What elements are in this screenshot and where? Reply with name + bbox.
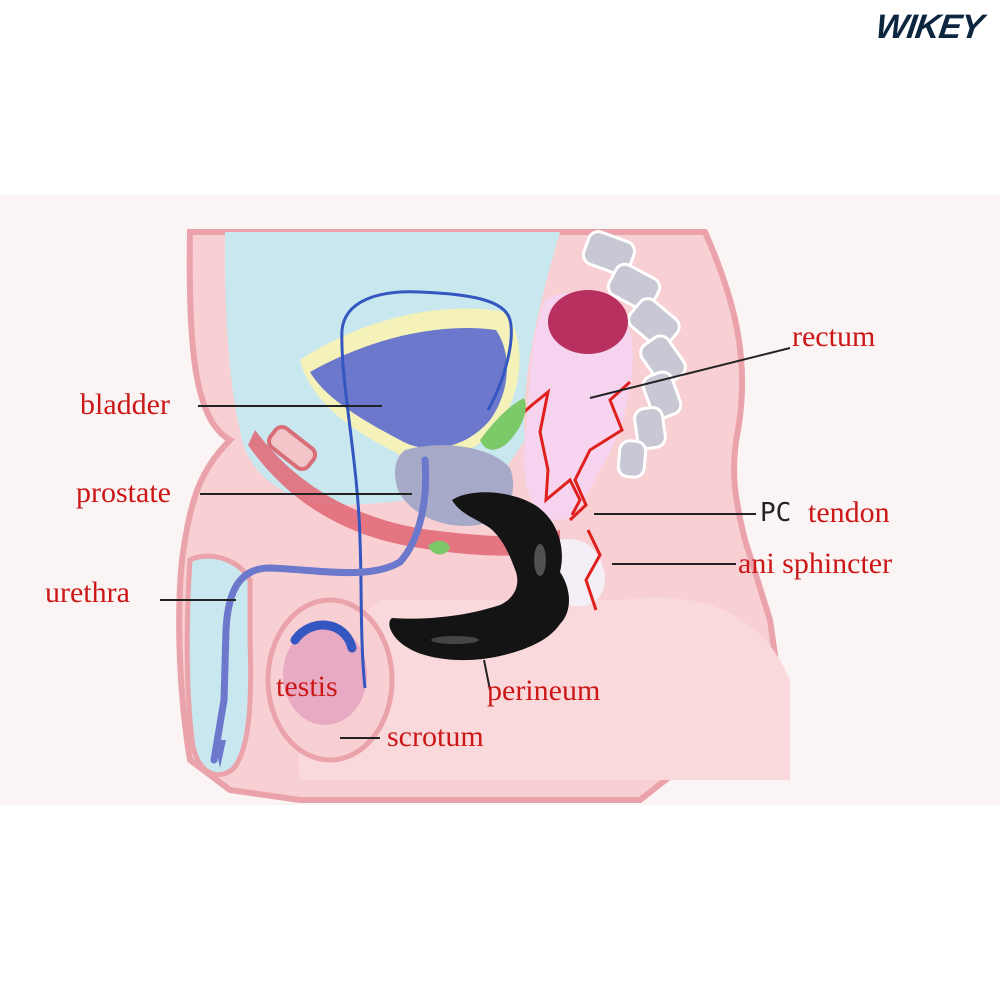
brand-logo: WIKEY [873, 8, 986, 46]
urethra-tube [210, 456, 430, 764]
spine [581, 230, 687, 479]
label-scrotum: scrotum [387, 720, 484, 753]
device-highlight [534, 544, 546, 576]
device-shape [389, 492, 569, 661]
testis-shape [283, 625, 367, 725]
rectum-lumen [548, 290, 628, 354]
label-perineum: perineum [487, 674, 601, 707]
epididymis [290, 620, 357, 653]
seminal-vesicle [480, 398, 526, 450]
rectum-fold-left [514, 388, 582, 516]
label-urethra: urethra [45, 576, 130, 609]
leader-perineum [483, 659, 491, 691]
urethra-tip [214, 740, 226, 768]
label-tendon: tendon [808, 496, 890, 529]
label-pc: PC [760, 498, 792, 528]
cowper-gland [428, 540, 450, 555]
sphincter-fold [584, 529, 602, 611]
vas-deferens [340, 290, 513, 689]
label-rectum: rectum [792, 320, 876, 353]
label-ani-sphincter: ani sphincter [738, 547, 893, 580]
leader-lines [160, 347, 791, 739]
label-testis: testis [276, 670, 338, 703]
bladder-shape [310, 327, 507, 449]
leader-rectum [589, 347, 791, 399]
device-highlight-2 [431, 636, 479, 644]
label-prostate: prostate [76, 476, 171, 509]
rectum-fold-right [568, 380, 632, 522]
pubic-bone [266, 424, 318, 472]
label-bladder: bladder [80, 388, 170, 421]
